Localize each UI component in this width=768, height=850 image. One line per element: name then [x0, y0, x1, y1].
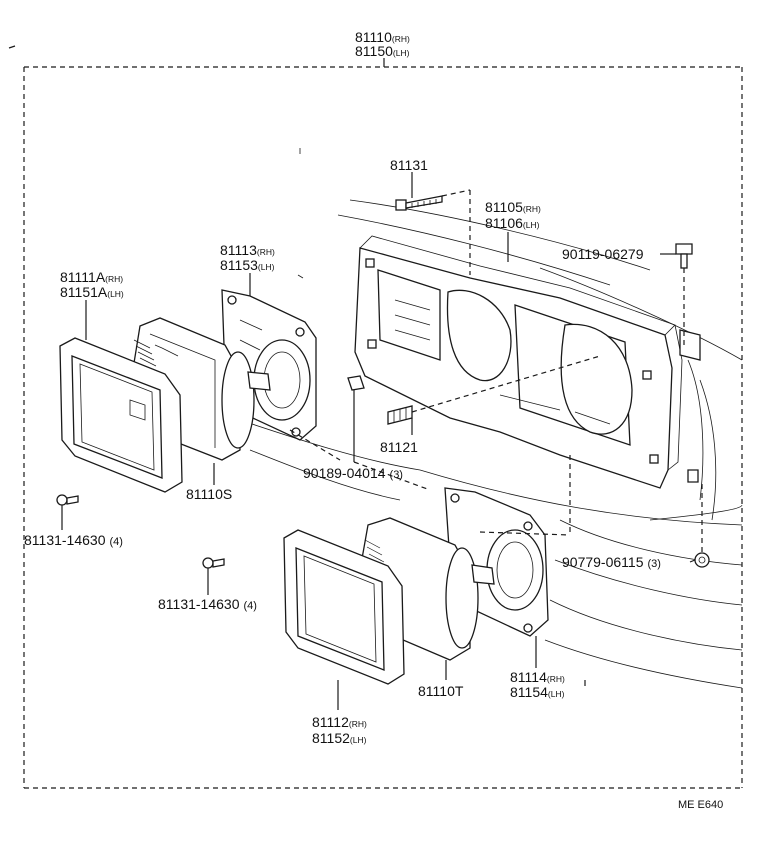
- part-number: 81152(LH): [312, 730, 367, 746]
- part-number: 81131: [390, 157, 428, 173]
- callout-81131-14630-left: 81131-14630 (4): [24, 532, 123, 549]
- part-number: 81105(RH): [485, 199, 541, 215]
- callout-81110T-bulb: 81110T: [418, 683, 464, 699]
- small-pin: [687, 469, 699, 483]
- screw-81131-14630-left: [56, 494, 79, 506]
- part-number: 81110S: [186, 486, 232, 502]
- stray-mark: [8, 45, 16, 49]
- callout-81131-bolt: 81131: [390, 157, 428, 173]
- callout-81131-14630-mid: 81131-14630 (4): [158, 596, 257, 613]
- callout-90119-bolt: 90119-06279: [562, 246, 644, 262]
- part-number: 90779-06115 (3): [562, 554, 661, 571]
- part-number: 81112(RH): [312, 714, 367, 730]
- callout-81121-adjuster: 81121: [380, 439, 418, 455]
- leader-lines: [61, 148, 703, 710]
- part-number: 81151A(LH): [60, 284, 124, 300]
- part-number: 81113(RH): [220, 242, 275, 258]
- bolt-90119: [675, 243, 693, 269]
- lower-headlight-rim: [283, 529, 405, 685]
- part-number: 81111A(RH): [60, 269, 123, 285]
- nut-90189: [347, 375, 365, 391]
- part-number: 81110(RH): [355, 29, 410, 45]
- callout-81112-rim: 81112(RH) 81152(LH): [312, 714, 367, 746]
- part-number: 81110T: [418, 683, 464, 699]
- screw-81131-14630-mid: [202, 557, 225, 569]
- vehicle-body-outline: [239, 199, 743, 689]
- callout-81113-ring: 81113(RH) 81153(LH): [220, 242, 275, 273]
- part-number: 81131-14630 (4): [158, 596, 257, 613]
- upper-headlight-rim: [59, 337, 183, 493]
- part-number: 81114(RH): [510, 669, 565, 685]
- headlight-mounting-bracket: [354, 235, 701, 489]
- part-number: 81131-14630 (4): [24, 532, 123, 549]
- part-number: 81153(LH): [220, 257, 275, 273]
- callout-81110-assembly: 81110(RH) 81150(LH): [355, 29, 410, 59]
- callout-81105-bracket: 81105(RH) 81106(LH): [485, 199, 541, 231]
- part-number: 81150(LH): [355, 43, 410, 59]
- part-number: 81154(LH): [510, 684, 565, 700]
- part-number: 90189-04014 (3): [303, 465, 403, 482]
- part-number: 90119-06279: [562, 246, 644, 262]
- part-number: 81121: [380, 439, 418, 455]
- adjuster-screw-81121: [387, 405, 413, 425]
- assembly-boundary: [23, 58, 743, 789]
- hardware: [56, 195, 710, 569]
- callout-90779-clip: 90779-06115 (3): [562, 554, 661, 571]
- bolt-81131: [395, 195, 443, 211]
- callout-81114-ring: 81114(RH) 81154(LH): [510, 669, 565, 700]
- callout-81110S-bulb: 81110S: [186, 486, 232, 502]
- callout-81111A-rim: 81111A(RH) 81151A(LH): [60, 269, 124, 300]
- clip-90779: [694, 552, 710, 568]
- callout-90189-nut: 90189-04014 (3): [303, 465, 403, 482]
- figure-code: ME E640: [678, 799, 723, 811]
- part-number: 81106(LH): [485, 215, 540, 231]
